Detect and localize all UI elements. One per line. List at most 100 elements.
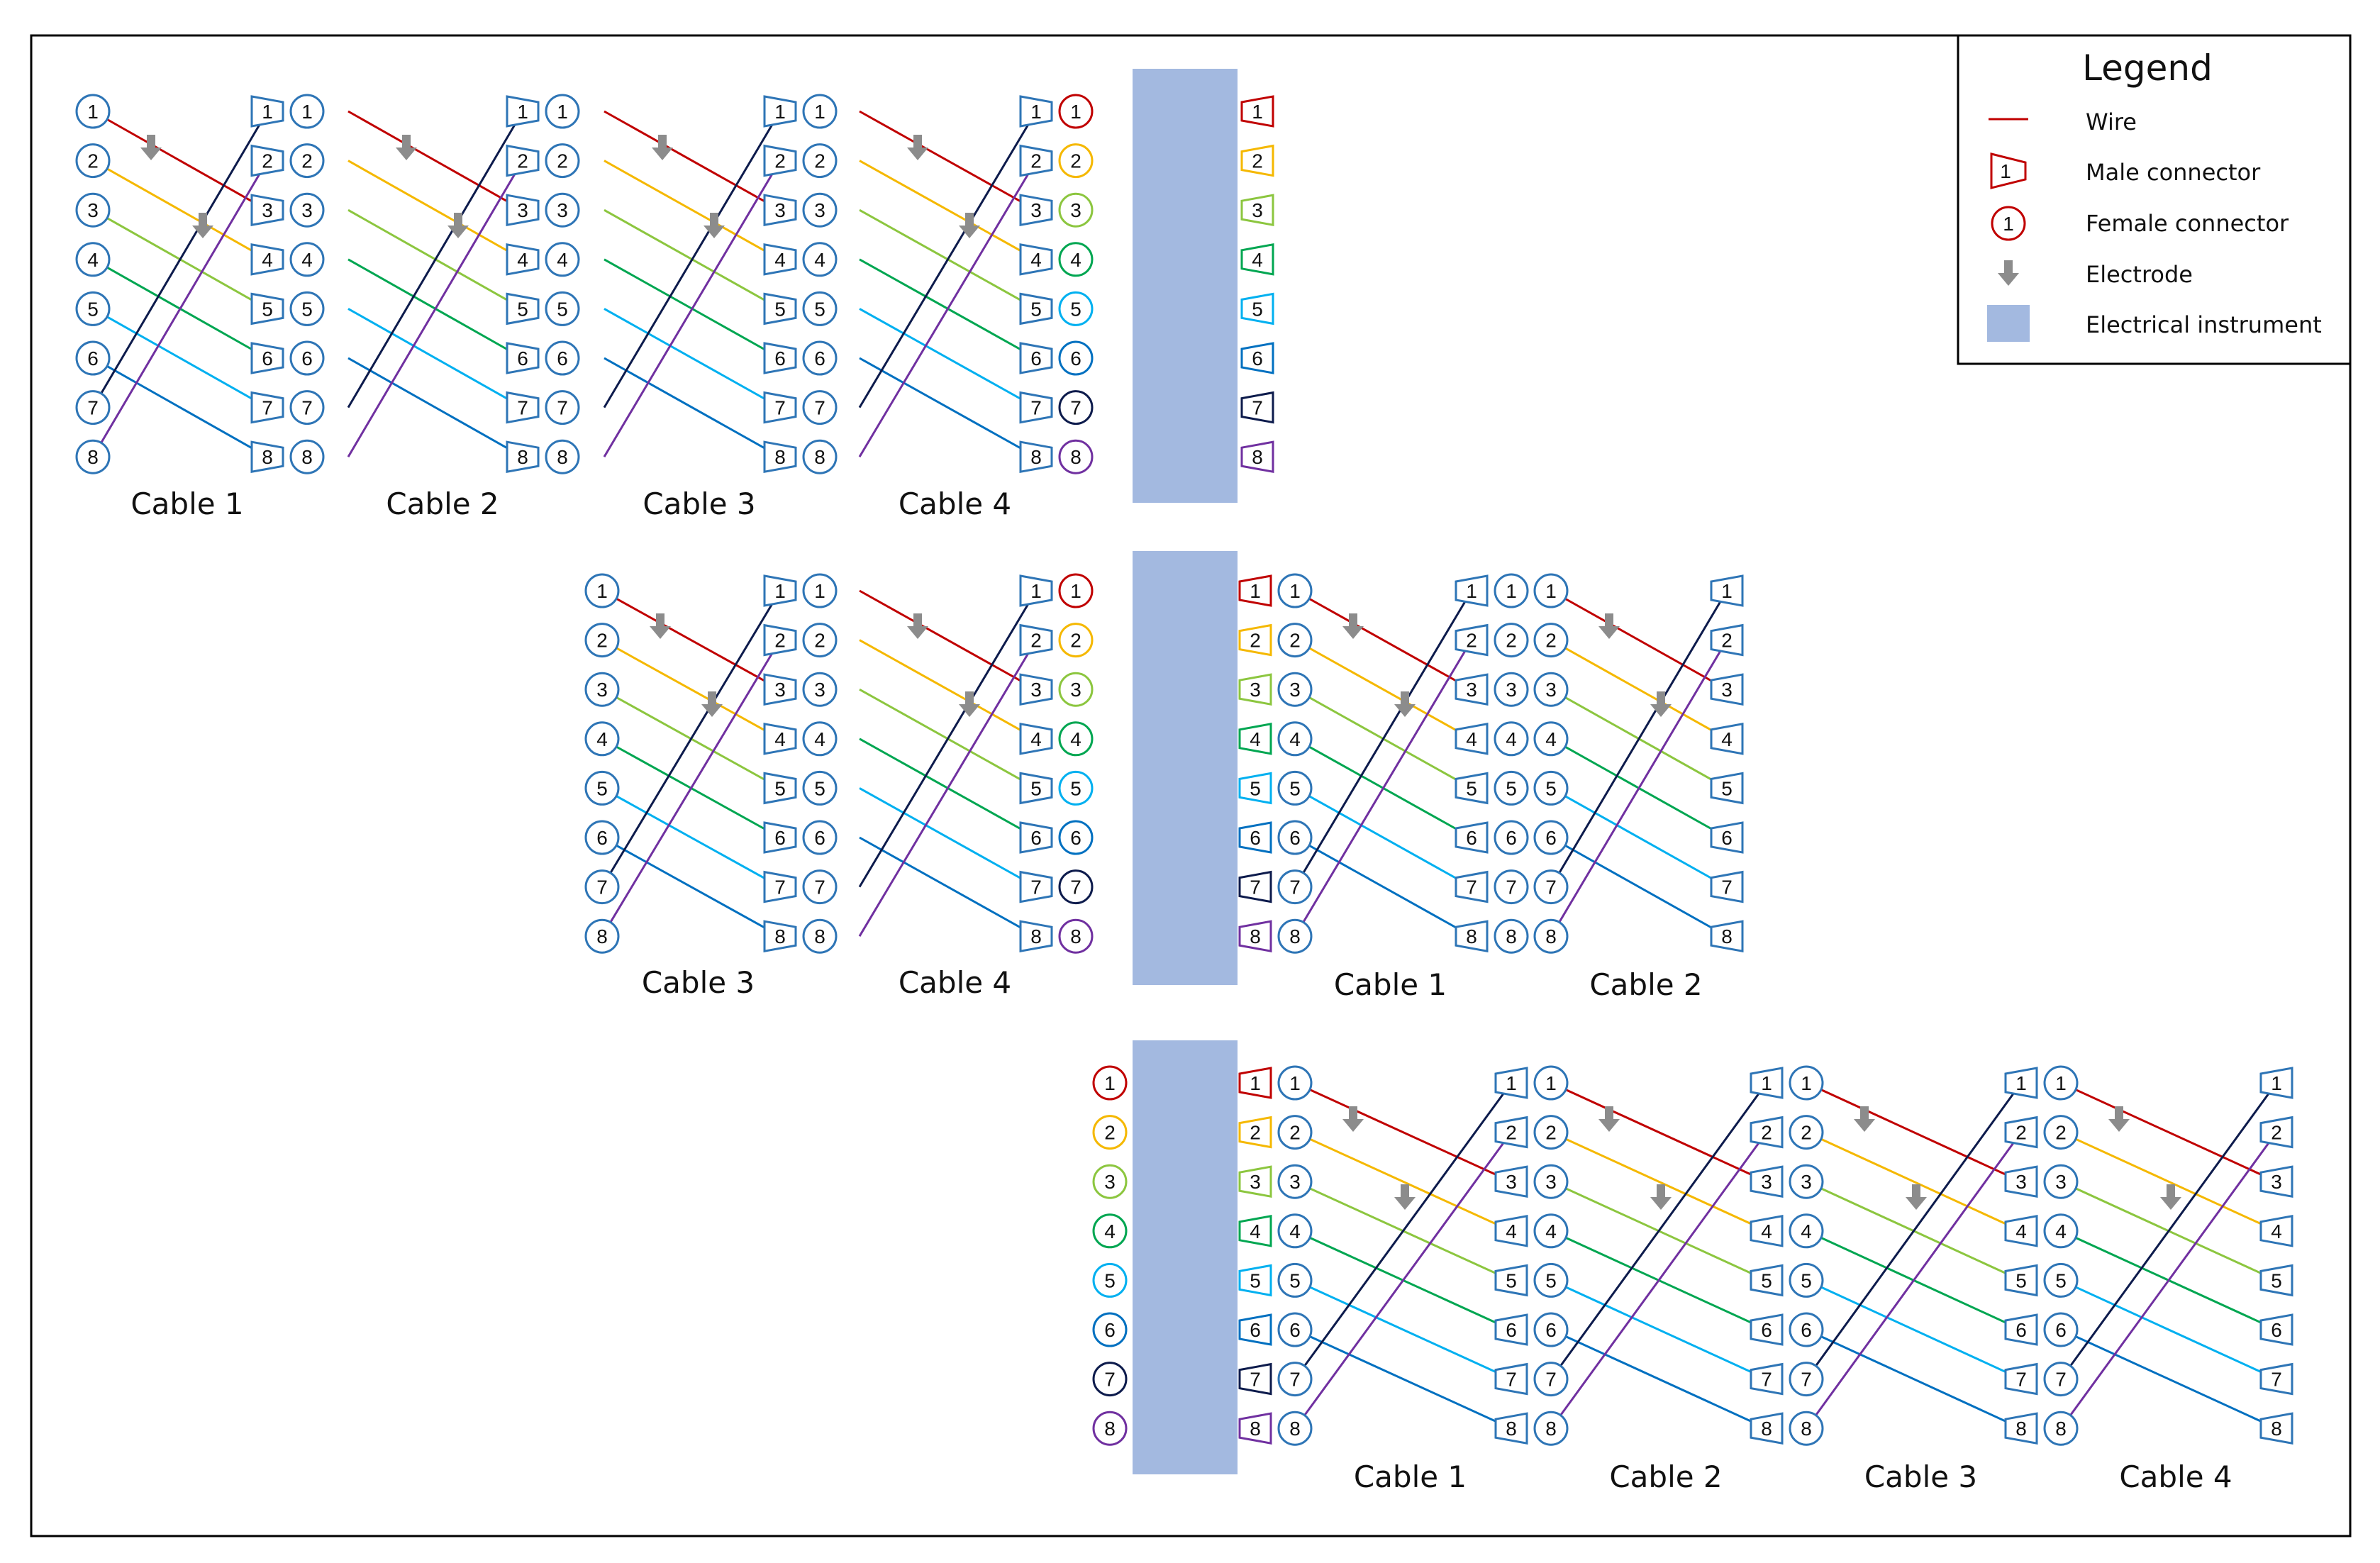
pin-number: 2 xyxy=(557,150,568,172)
female-connector: 8 xyxy=(75,439,111,474)
female-connector-ring xyxy=(289,94,325,129)
wire xyxy=(604,160,781,261)
male-connector: 7 xyxy=(1710,870,1744,903)
female-connector-ring xyxy=(1092,1213,1128,1249)
female-connector-ring xyxy=(584,623,620,658)
electrode-head xyxy=(1650,704,1672,717)
pin-number: 8 xyxy=(1289,1418,1301,1440)
female-connector-ring xyxy=(1533,1065,1569,1101)
pin-number: 5 xyxy=(1030,298,1042,320)
male-connector-shape xyxy=(1710,870,1744,903)
electrode-stem xyxy=(402,135,411,149)
pin-number: 8 xyxy=(1761,1418,1772,1440)
pin-number: 5 xyxy=(2271,1269,2282,1291)
female-connector: 7 xyxy=(1092,1362,1128,1397)
pin-number: 6 xyxy=(1545,1319,1557,1341)
male-connector-shape xyxy=(1710,772,1744,805)
pin-number: 4 xyxy=(774,728,786,750)
female-connector: 3 xyxy=(2043,1164,2079,1199)
male-connector-shape xyxy=(2259,1313,2293,1346)
female-connector-ring xyxy=(2043,1115,2079,1150)
legend-item-label: Electrical instrument xyxy=(2086,311,2322,338)
wire xyxy=(1806,1081,2022,1183)
wire xyxy=(1550,1328,1767,1430)
male-connector-shape xyxy=(1240,95,1274,128)
pin-number: 3 xyxy=(262,199,273,221)
pin-number: 6 xyxy=(1761,1319,1772,1341)
pin-number: 2 xyxy=(2015,1122,2027,1144)
female-connector-ring xyxy=(802,340,838,376)
electrode-stem xyxy=(147,135,155,149)
pin-number: 6 xyxy=(1250,827,1261,849)
female-connector-ring xyxy=(1277,770,1313,806)
female-connector: 8 xyxy=(1058,439,1094,474)
male-connector-shape xyxy=(1238,1116,1272,1149)
pin-number: 6 xyxy=(1289,827,1301,849)
pin-number: 6 xyxy=(2055,1319,2067,1341)
male-connector: 8 xyxy=(1240,440,1274,473)
electrode-arrow-icon xyxy=(1650,1184,1672,1210)
male-connector: 8 xyxy=(763,440,797,473)
female-connector-ring xyxy=(802,242,838,277)
male-connector: 1 xyxy=(1240,95,1274,128)
wire xyxy=(347,357,523,458)
male-connector: 7 xyxy=(1240,391,1274,424)
male-connector-shape xyxy=(2259,1264,2293,1297)
female-connector: 2 xyxy=(1277,1115,1313,1150)
wire xyxy=(859,787,1037,888)
female-connector: 8 xyxy=(802,439,838,474)
female-connector-ring xyxy=(1789,1065,1824,1101)
male-connector: 5 xyxy=(250,292,284,326)
male-connector-shape xyxy=(1710,574,1744,607)
pin-number: 5 xyxy=(1761,1269,1772,1291)
male-connector-shape xyxy=(1240,391,1274,424)
pin-number: 8 xyxy=(1545,925,1557,947)
female-connector: 3 xyxy=(545,192,580,228)
electrode-stem xyxy=(913,613,922,628)
electrode-stem xyxy=(1605,1106,1613,1120)
male-connector-shape xyxy=(763,292,797,326)
wire xyxy=(601,639,781,740)
female-connector: 7 xyxy=(75,390,111,425)
female-connector: 6 xyxy=(802,820,838,855)
electrode-head xyxy=(1906,1197,1927,1210)
female-connector-ring xyxy=(1533,1213,1569,1249)
female-connector-ring xyxy=(75,94,111,129)
female-connector: 2 xyxy=(584,623,620,658)
pin-number: 7 xyxy=(2055,1369,2067,1391)
male-connector-shape xyxy=(1455,920,1489,952)
female-connector: 7 xyxy=(802,390,838,425)
wire xyxy=(859,589,1037,691)
male-connector-shape xyxy=(763,440,797,473)
male-connector-shape xyxy=(1238,1215,1272,1247)
male-connector: 1 xyxy=(1455,574,1489,607)
wire xyxy=(1550,639,1728,937)
female-connector: 1 xyxy=(1494,573,1529,608)
male-connector: 8 xyxy=(1238,1412,1272,1445)
female-connector: 5 xyxy=(75,291,111,326)
male-connector-shape xyxy=(250,391,284,424)
male-connector-shape xyxy=(2259,1067,2293,1099)
pin-number: 1 xyxy=(2015,1072,2027,1094)
female-connector-ring xyxy=(1533,820,1569,855)
pin-number: 8 xyxy=(1250,1418,1261,1440)
male-connector: 1 xyxy=(1710,574,1744,607)
electrode-stem xyxy=(1401,691,1409,706)
female-connector: 4 xyxy=(1058,721,1094,757)
electrode-stem xyxy=(1657,1184,1665,1198)
female-connector-ring xyxy=(1533,623,1569,658)
female-connector-ring xyxy=(802,770,838,806)
wire xyxy=(859,160,1037,261)
electrode-arrow-icon xyxy=(2108,1106,2130,1132)
pin-number: 4 xyxy=(2271,1220,2282,1242)
female-connector: 8 xyxy=(1533,1411,1569,1446)
male-connector: 8 xyxy=(1750,1412,1784,1445)
male-connector-shape xyxy=(1455,623,1489,657)
pin-number: 4 xyxy=(1104,1220,1116,1242)
pin-number: 4 xyxy=(1289,728,1301,750)
female-connector: 4 xyxy=(1058,242,1094,277)
female-connector-ring xyxy=(1058,242,1094,277)
